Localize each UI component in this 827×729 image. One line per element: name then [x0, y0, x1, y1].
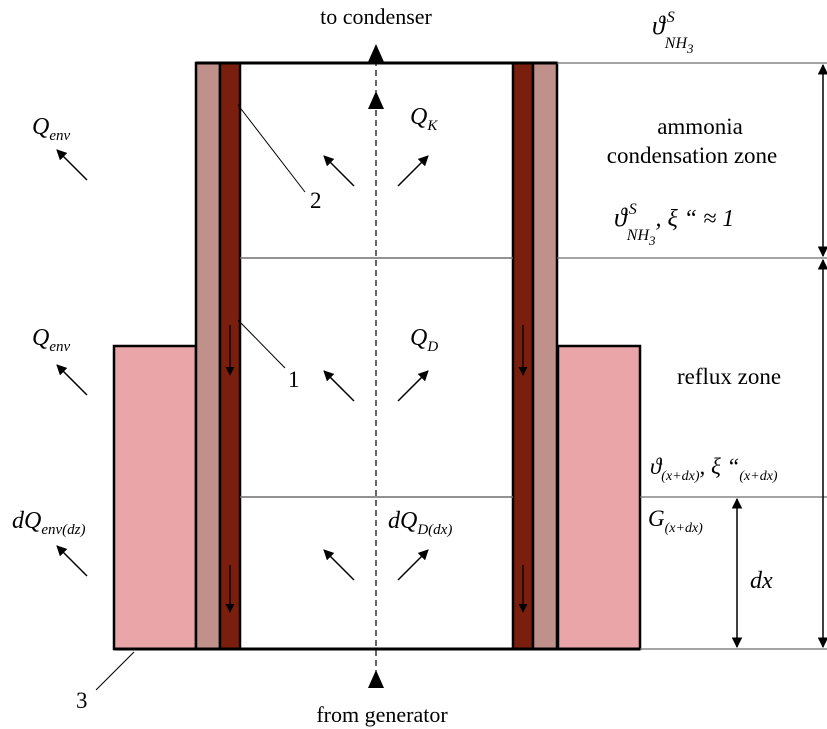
label-q-env-top: Qenv — [32, 114, 71, 144]
right-outer-wall — [531, 61, 559, 651]
flow-arrow-bottom — [368, 670, 384, 688]
env-arrow-mid — [56, 364, 88, 396]
label-from-generator: from generator — [316, 702, 448, 727]
label-q-k: QK — [410, 104, 438, 134]
leader-1 — [237, 319, 286, 369]
label-number-1: 1 — [288, 367, 300, 392]
env-arrow-top — [56, 149, 88, 181]
label-dq-d: dQD(dx) — [388, 508, 452, 538]
leader-3 — [95, 651, 135, 691]
flow-arrow-upper — [368, 91, 384, 109]
heat-arrow-dd-right — [397, 549, 429, 581]
left-outer-wall — [194, 61, 222, 651]
label-number-2: 2 — [310, 188, 322, 213]
env-arrow-bottom — [56, 545, 88, 577]
heat-arrow-d-right — [397, 370, 429, 402]
heat-arrow-d-left — [323, 370, 355, 402]
label-q-env-mid: Qenv — [32, 325, 71, 355]
heat-arrow-dd-left — [323, 549, 355, 581]
label-q-d: QD — [410, 325, 438, 355]
label-condensation-line1: ammonia — [657, 114, 743, 139]
left-jacket — [112, 344, 198, 651]
label-reflux-zone: reflux zone — [677, 364, 781, 389]
right-jacket — [556, 344, 642, 651]
label-number-3: 3 — [76, 688, 88, 713]
label-to-condenser: to condenser — [320, 4, 432, 29]
label-dx: dx — [750, 568, 773, 594]
label-theta-x: ϑ(x+dx), ξ “(x+dx) — [650, 454, 778, 484]
label-condensation-line2: condensation zone — [607, 143, 778, 168]
heat-arrow-k-right — [397, 155, 429, 187]
label-dq-env: dQenv(dz) — [12, 508, 86, 538]
leader-2 — [237, 104, 306, 193]
flow-arrow-top — [368, 44, 384, 62]
heat-arrow-k-left — [323, 155, 355, 187]
label-g-x: G(x+dx) — [648, 506, 703, 536]
